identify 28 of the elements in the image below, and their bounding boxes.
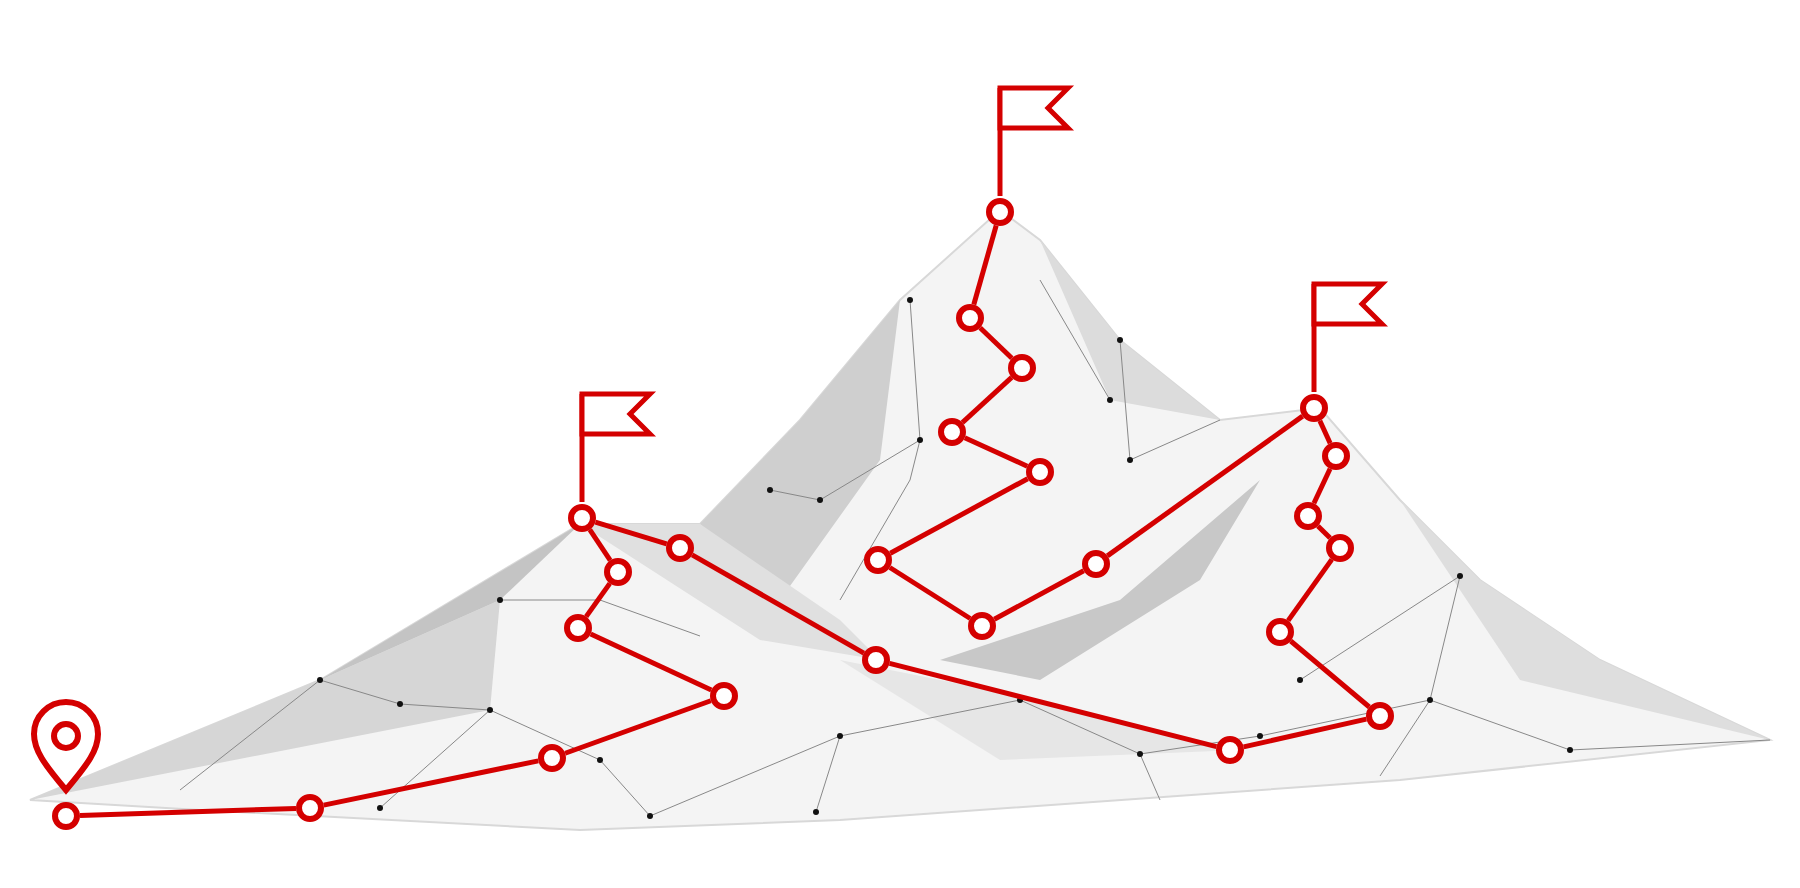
waypoint-circle <box>1300 394 1328 422</box>
path-line <box>1311 467 1333 505</box>
path-line <box>79 805 297 819</box>
path-line <box>978 325 1014 361</box>
waypoint-circle <box>296 794 324 822</box>
path-line <box>564 698 712 756</box>
path-line <box>1317 419 1333 445</box>
path-line <box>587 528 613 562</box>
path-line <box>888 661 1218 749</box>
path-line <box>1243 716 1367 750</box>
path-line <box>889 476 1029 556</box>
waypoint-circle <box>568 504 596 532</box>
path-line <box>993 568 1085 622</box>
path-line <box>690 552 866 656</box>
path-line <box>1289 639 1371 709</box>
path-line <box>1286 557 1334 623</box>
path-line <box>594 519 668 547</box>
path-line <box>323 758 539 808</box>
path-line <box>888 565 972 621</box>
path-line <box>971 224 999 306</box>
waypoint-circle <box>986 198 1014 226</box>
path-line <box>1316 524 1332 540</box>
path-line <box>960 375 1014 425</box>
path-line <box>963 435 1029 469</box>
waypoint-circle <box>52 802 80 830</box>
path-line <box>584 581 612 619</box>
path-line <box>589 631 713 693</box>
path-line <box>1105 414 1305 558</box>
